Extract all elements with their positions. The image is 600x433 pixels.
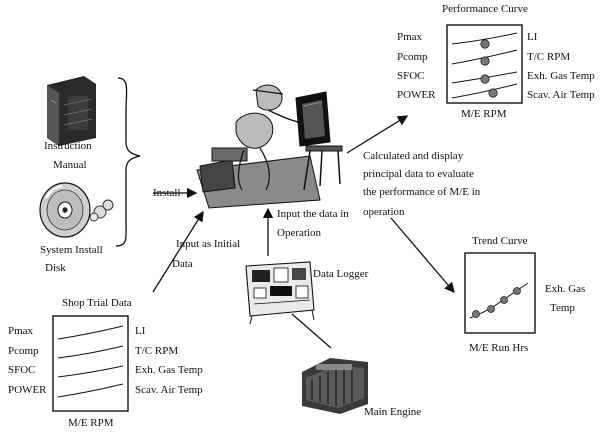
cd-disk-icon [39, 182, 114, 238]
shop-trial-title: Shop Trial Data [62, 297, 132, 309]
performance-left-label: Pcomp [397, 51, 428, 63]
shop-trial-right-label: Scav. Air Temp [135, 384, 203, 396]
arrow-input-initial-data [152, 210, 204, 293]
performance-left-label: Pmax [397, 31, 423, 43]
shop-trial-left-label: SFOC [8, 364, 36, 376]
performance-right-label: Exh. Gas Temp [527, 70, 595, 82]
calculated-text-line3: the performance of M/E in [363, 186, 481, 198]
performance-curve-chart [446, 24, 523, 104]
calculated-text-line4: operation [363, 206, 405, 218]
performance-right-label: T/C RPM [527, 51, 571, 63]
instruction-manual-icon [47, 76, 96, 146]
performance-right-label: LI [527, 31, 538, 43]
instruction-manual-label-line1: Instruction [44, 140, 92, 152]
system-install-disk-label-line1: System Install [40, 244, 103, 256]
trend-point [500, 296, 508, 304]
trend-right-label-line1: Exh. Gas [545, 283, 586, 295]
computer-operator-illustration [196, 84, 343, 209]
shop-trial-right-label: LI [135, 325, 146, 337]
main-engine-icon [302, 358, 368, 414]
performance-x-label: M/E RPM [461, 108, 507, 120]
calculated-text-line1: Calculated and display [363, 150, 464, 162]
calculated-text-line2: principal data to evaluate [363, 168, 474, 180]
trend-point [487, 305, 495, 313]
shop-trial-right-label: Exh. Gas Temp [135, 364, 203, 376]
system-install-disk-label-line2: Disk [45, 262, 66, 274]
input-initial-line2: Data [172, 258, 193, 270]
performance-right-label: Scav. Air Temp [527, 89, 595, 101]
performance-point [480, 56, 490, 66]
data-logger-label: Data Logger [313, 268, 369, 280]
shop-trial-x-label: M/E RPM [68, 417, 114, 429]
shop-trial-left-label: POWER [8, 384, 47, 396]
install-label: Install [153, 187, 181, 199]
main-engine-label: Main Engine [364, 406, 422, 418]
trend-point [513, 287, 521, 295]
trend-curve-title: Trend Curve [472, 235, 528, 247]
grouping-brace [115, 77, 141, 247]
performance-left-label: POWER [397, 89, 436, 101]
performance-point [480, 74, 490, 84]
shop-trial-left-label: Pmax [8, 325, 34, 337]
trend-curve-chart [464, 252, 536, 334]
input-operation-line2: Operation [277, 227, 321, 239]
performance-curve-title: Performance Curve [442, 3, 528, 15]
line-logger-to-engine [291, 313, 332, 349]
data-logger-icon [245, 261, 315, 325]
shop-trial-chart [52, 315, 129, 412]
trend-right-label-line2: Temp [550, 302, 575, 314]
performance-left-label: SFOC [397, 70, 425, 82]
arrow-to-trend-curve [390, 217, 455, 293]
shop-trial-left-label: Pcomp [8, 345, 39, 357]
input-operation-line1: Input the data in [277, 208, 349, 220]
input-initial-line1: Input as Initial [176, 238, 241, 250]
performance-point [488, 88, 498, 98]
trend-x-label: M/E Run Hrs [469, 342, 529, 354]
arrow-to-performance-curve [346, 115, 409, 154]
instruction-manual-label-line2: Manual [53, 159, 87, 171]
shop-trial-right-label: T/C RPM [135, 345, 179, 357]
performance-point [480, 39, 490, 49]
trend-point [472, 310, 480, 318]
